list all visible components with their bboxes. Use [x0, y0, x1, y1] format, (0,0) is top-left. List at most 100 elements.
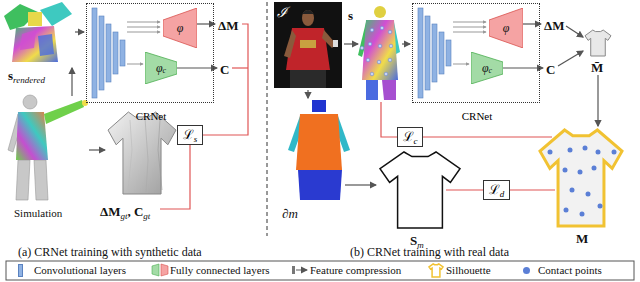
- flow-arrows: [71, 68, 72, 96]
- simulation-figure: [16, 112, 48, 160]
- crnet-internals: [453, 32, 486, 33]
- fc-text: φc: [145, 52, 177, 84]
- garment-mesh: [598, 204, 603, 209]
- flow-arrows: [402, 43, 410, 44]
- legend-fc-sample: [152, 264, 159, 276]
- rendered-mesh: [12, 26, 58, 62]
- legend-text: Convolutional layers: [34, 264, 126, 277]
- segmentation: [288, 100, 350, 200]
- simulation-figure: [82, 100, 88, 106]
- simulation-figure: [44, 100, 84, 124]
- simulated-garment: [128, 120, 132, 190]
- math-label: ΔM: [100, 204, 120, 219]
- flow-arrows: [72, 24, 598, 185]
- flow-arrows: [197, 23, 215, 24]
- segmentation: [312, 100, 326, 112]
- input-photo: [302, 10, 314, 14]
- legend-swatch: [18, 264, 23, 277]
- math-label: ΔM: [218, 18, 238, 33]
- garment-mesh: [548, 146, 617, 217]
- fc-shape: [163, 8, 197, 48]
- label-group: ℐ: [277, 3, 287, 21]
- correspondence-map: [384, 72, 388, 76]
- crnet-internals: [127, 22, 160, 23]
- crnet-internals: [127, 27, 160, 28]
- segmentation: [296, 114, 342, 170]
- flow-arrows: [177, 67, 217, 68]
- correspondence-map: [388, 30, 392, 34]
- loss-lines: [232, 67, 248, 68]
- fc-text: φc: [471, 52, 503, 84]
- rendered-mesh: [40, 2, 72, 26]
- panel-caption: (b) CRNet training with real data: [350, 245, 509, 259]
- node-text: CRNet: [136, 110, 167, 122]
- crnet-internals: [92, 8, 160, 98]
- input-photo: [290, 70, 326, 88]
- correspondence-map: [380, 26, 384, 30]
- legend-frame: [6, 261, 634, 280]
- correspondence-map: [360, 26, 393, 76]
- network-label: CRNet: [87, 106, 215, 124]
- input-photo: [302, 10, 314, 26]
- label-group: C: [220, 60, 229, 78]
- input-photo: [274, 2, 342, 88]
- node-text: φ: [482, 62, 489, 74]
- fc-shape: [471, 52, 503, 84]
- label-group: (b) CRNet training with real data: [350, 242, 509, 260]
- label-group: srendered: [8, 66, 45, 86]
- garment-mesh: [592, 166, 597, 171]
- legend-silhouette-sample: [429, 264, 443, 277]
- legend-text: Contact points: [538, 264, 602, 277]
- network-box: CRNetφφc: [86, 3, 214, 103]
- correspondence-map: [370, 28, 374, 32]
- math-label: , C: [127, 204, 143, 219]
- loss-box: ℒc: [397, 127, 423, 147]
- garment-mesh: [583, 146, 588, 151]
- correspondence-map: [388, 58, 392, 62]
- garment-mesh: [540, 130, 622, 226]
- legend-fc-sample: [152, 264, 168, 276]
- garment-mesh: [580, 212, 585, 217]
- loss-box: ℒs: [177, 125, 203, 145]
- label-group: ΔM: [218, 16, 238, 34]
- legend-compression-sample: [292, 266, 295, 274]
- math-label: ΔM: [544, 18, 564, 33]
- garment-mesh: [564, 208, 569, 213]
- correspondence-map: [362, 20, 398, 80]
- fc-layers: φc: [145, 52, 177, 84]
- rendered-mesh: [38, 34, 54, 56]
- crnet-internals: [453, 22, 486, 23]
- garment-mesh: [540, 130, 622, 226]
- node-subscript: c: [489, 67, 493, 75]
- math-label: M̄: [591, 60, 603, 75]
- crnet-internals: [425, 16, 430, 90]
- legend-text: Feature compression: [310, 264, 401, 277]
- math-label: s: [8, 68, 13, 83]
- flow-arrows: [523, 23, 541, 24]
- subscript: gt: [143, 211, 150, 221]
- crnet-internals: [106, 24, 111, 82]
- node-subscript: c: [163, 67, 167, 75]
- network-box: CRNetφφc: [412, 3, 540, 103]
- crnet-internals: [418, 8, 486, 98]
- flow-arrows: [75, 31, 84, 32]
- fc-text: φ: [163, 8, 197, 48]
- crnet-internals: [127, 64, 143, 65]
- crnet-internals: [453, 64, 469, 65]
- flow-arrows: [597, 75, 598, 126]
- subscript: rendered: [13, 75, 45, 85]
- flow-arrows: [566, 26, 583, 37]
- input-photo: [274, 2, 342, 88]
- node-text: φ: [156, 62, 163, 74]
- loss-lines: [421, 136, 552, 137]
- loss-lines: [507, 189, 555, 190]
- panel-caption: (a) CRNet training with synthetic data: [18, 245, 202, 259]
- legend-compression-sample: [292, 266, 307, 274]
- math-label: M: [576, 231, 588, 246]
- node-subscript: d: [500, 189, 505, 200]
- correspondence-map: [366, 58, 370, 62]
- rendered-mesh: [20, 30, 36, 50]
- correspondence-map: [366, 80, 378, 100]
- fc-layers: φ: [489, 8, 523, 48]
- node-text: ℒ: [403, 129, 414, 145]
